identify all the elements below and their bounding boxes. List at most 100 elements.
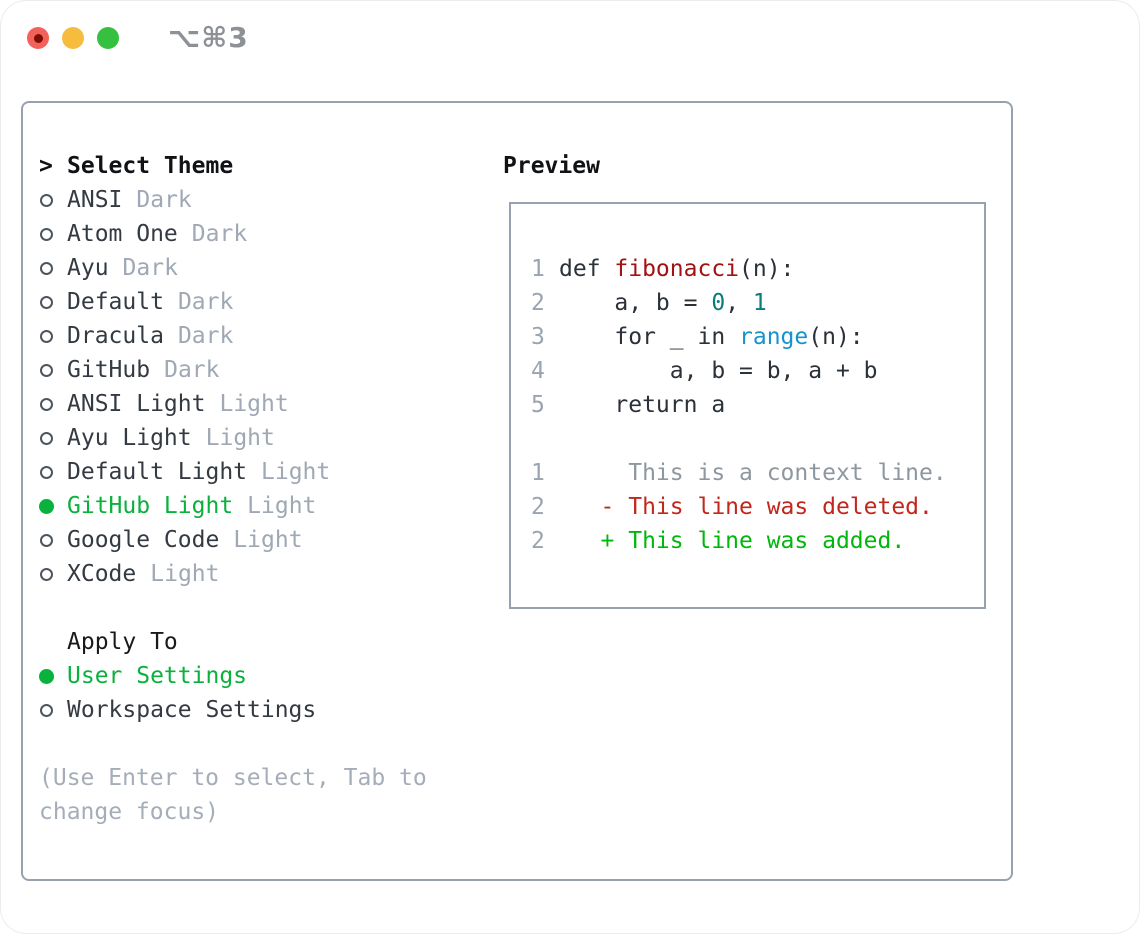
theme-option[interactable]: Ayu Dark — [39, 251, 427, 285]
line-number: 4 — [531, 358, 545, 384]
code-line: 5 return a — [531, 388, 984, 422]
radio-unselected-icon — [40, 329, 53, 343]
theme-variant-tag: Light — [150, 561, 220, 587]
apply-to-title: Apply To — [67, 629, 178, 655]
theme-variant-tag: Dark — [122, 255, 178, 281]
radio-unselected-icon — [40, 227, 53, 241]
theme-option[interactable]: ANSI Dark — [39, 183, 427, 217]
spacer — [39, 591, 427, 625]
keyboard-hint: (Use Enter to select, Tab to change focus… — [39, 761, 427, 829]
radio-unselected-icon — [40, 397, 53, 411]
code-token: (n): — [739, 256, 795, 282]
radio-unselected-icon — [40, 703, 53, 717]
prompt-chevron-icon: > — [39, 153, 53, 179]
theme-list-title: Select Theme — [67, 153, 234, 179]
code-token: + This line was added. — [559, 528, 906, 554]
code-token: fibonacci — [614, 256, 740, 282]
theme-variant-tag: Dark — [177, 289, 234, 315]
theme-option[interactable]: Atom One Dark — [39, 217, 427, 251]
radio-unselected-icon — [40, 431, 53, 445]
code-line: 2 - This line was deleted. — [531, 490, 984, 524]
theme-variant-tag: Light — [247, 493, 317, 519]
code-line: 4 a, b = b, a + b — [531, 354, 984, 388]
option-label: Dracula — [67, 323, 164, 349]
code-token: return a — [559, 392, 726, 418]
apply-to-header: Apply To — [39, 625, 427, 659]
apply-to-option[interactable]: User Settings — [39, 659, 427, 693]
option-label: Workspace Settings — [67, 697, 317, 723]
code-token: This is a context line. — [559, 460, 947, 486]
option-label: GitHub — [67, 357, 151, 383]
code-line — [531, 422, 984, 456]
option-label: Atom One — [67, 221, 178, 247]
option-label: Ayu Light — [67, 425, 192, 451]
theme-option[interactable]: ANSI Light Light — [39, 387, 427, 421]
close-button[interactable] — [27, 27, 49, 49]
window-title: ⌥⌘3 — [168, 21, 249, 54]
theme-list-header: > Select Theme — [39, 149, 427, 183]
theme-variant-tag: Dark — [136, 187, 192, 213]
radio-unselected-icon — [40, 193, 53, 207]
radio-unselected-icon — [40, 295, 53, 309]
radio-unselected-icon — [40, 363, 53, 377]
theme-option[interactable]: Ayu Light Light — [39, 421, 427, 455]
theme-option[interactable]: GitHub Light Light — [39, 489, 427, 523]
theme-option[interactable]: Default Dark — [39, 285, 427, 319]
minimize-button[interactable] — [62, 27, 84, 49]
option-label: Default Light — [67, 459, 248, 485]
code-line: 2 + This line was added. — [531, 524, 984, 558]
radio-unselected-icon — [40, 533, 53, 547]
code-line: 1 def fibonacci(n): — [531, 252, 984, 286]
code-line: 2 a, b = 0, 1 — [531, 286, 984, 320]
radio-unselected-icon — [40, 567, 53, 581]
line-number: 2 — [531, 494, 545, 520]
maximize-button[interactable] — [97, 27, 119, 49]
option-label: XCode — [67, 561, 137, 587]
line-number: 5 — [531, 392, 545, 418]
option-label: GitHub Light — [67, 493, 234, 519]
theme-option[interactable]: Default Light Light — [39, 455, 427, 489]
line-number: 3 — [531, 324, 545, 350]
hint-text-line: (Use Enter to select, Tab to — [39, 765, 427, 791]
theme-variant-tag: Dark — [191, 221, 248, 247]
theme-variant-tag: Light — [219, 391, 289, 417]
code-token: def — [559, 256, 615, 282]
theme-variant-tag: Light — [261, 459, 331, 485]
option-label: ANSI — [67, 187, 123, 213]
code-line: 3 for _ in range(n): — [531, 320, 984, 354]
radio-selected-icon — [39, 668, 54, 684]
code-token: 0 — [711, 290, 726, 316]
option-label: ANSI Light — [67, 391, 206, 417]
unsaved-indicator-dot — [33, 33, 43, 43]
code-token: range — [739, 324, 809, 350]
code-token: for _ in — [559, 324, 740, 350]
code-line: 1 This is a context line. — [531, 456, 984, 490]
option-label: Ayu — [67, 255, 109, 281]
apply-to-option[interactable]: Workspace Settings — [39, 693, 427, 727]
line-number: 1 — [531, 256, 545, 282]
code-token: - This line was deleted. — [559, 494, 933, 520]
code-token: a, b = — [559, 290, 712, 316]
code-token: (n): — [808, 324, 864, 350]
radio-unselected-icon — [40, 465, 53, 479]
option-label: User Settings — [67, 663, 248, 689]
theme-variant-tag: Light — [205, 425, 275, 451]
theme-option[interactable]: XCode Light — [39, 557, 427, 591]
titlebar: ⌥⌘3 — [1, 1, 1139, 101]
option-label: Default — [67, 289, 164, 315]
hint-text-line: change focus) — [39, 799, 220, 825]
line-number: 1 — [531, 460, 545, 486]
line-number: 2 — [531, 290, 545, 316]
preview-title: Preview — [503, 153, 600, 179]
radio-unselected-icon — [40, 261, 53, 275]
